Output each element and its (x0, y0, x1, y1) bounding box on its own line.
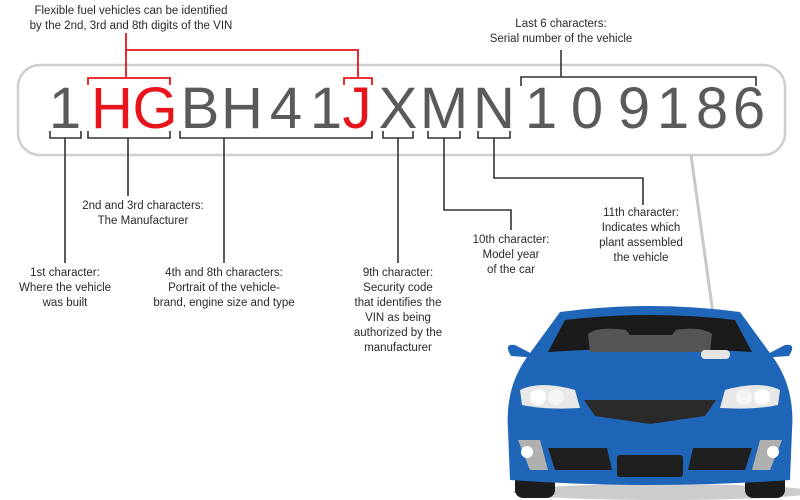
car-illustration (507, 306, 800, 500)
vin-character: X (379, 76, 418, 141)
manufacturer-label: 2nd and 3rd characters: The Manufacturer (82, 199, 203, 229)
label-line: the vehicle (613, 252, 669, 264)
vin-box (16, 63, 787, 157)
label-line: brand, engine size and type (153, 297, 295, 309)
vin-character: N (473, 76, 515, 141)
label-line: of the car (487, 264, 535, 276)
label-line: Model year (482, 249, 540, 261)
label-line: plant assembled (599, 237, 683, 249)
first-char-label: 1st character: Where the vehicle was bui… (19, 266, 111, 311)
vin-character: 6 (733, 76, 765, 141)
label-line: Serial number of the vehicle (489, 33, 633, 45)
leader-lines (49, 131, 644, 263)
label-line: manufacturer (364, 342, 432, 354)
label-line: Security code (363, 282, 433, 294)
vin-character: 0 (571, 76, 603, 141)
vin-character: 1 (49, 76, 81, 141)
vin-character: H (221, 76, 263, 141)
vin-character: 4 (270, 76, 302, 141)
label-line: 2nd and 3rd characters: (82, 200, 204, 212)
flex-fuel-bracket (87, 33, 373, 85)
flex-fuel-label: Flexible fuel vehicles can be identified… (30, 4, 233, 34)
label-line: Portrait of the vehicle- (168, 282, 280, 294)
fourth-eighth-label: 4th and 8th characters: Portrait of the … (153, 266, 294, 311)
label-line: 4th and 8th characters: (165, 267, 283, 279)
label-line: was built (42, 297, 88, 309)
vin-character: H (91, 76, 133, 141)
label-line: The Manufacturer (97, 215, 189, 227)
serial-bracket (520, 50, 757, 86)
label-line: authorized by the (353, 327, 443, 339)
last-six-label: Last 6 characters: Serial number of the … (490, 17, 633, 47)
vin-character: M (420, 76, 468, 141)
label-line: 10th character: (472, 234, 550, 246)
label-line: 9th character: (362, 267, 434, 279)
vin-character: 1 (657, 76, 689, 141)
vin-character: 8 (696, 76, 728, 141)
label-line: Flexible fuel vehicles can be identified (34, 5, 228, 17)
eleventh-char-label: 11th character: Indicates which plant as… (599, 206, 683, 266)
label-line: 11th character: (603, 207, 679, 219)
label-line: 1st character: (30, 267, 100, 279)
label-line: VIN as being (365, 312, 431, 324)
label-line: by the 2nd, 3rd and 8th digits of the VI… (29, 20, 233, 32)
label-line: Last 6 characters: (515, 18, 607, 30)
vin-character: J (343, 76, 372, 141)
vin-character: 9 (618, 76, 650, 141)
label-line: Indicates which (601, 222, 681, 234)
tenth-char-label: 10th character: Model year of the car (473, 233, 550, 278)
vin-character: G (132, 76, 177, 141)
label-line: Where the vehicle (18, 282, 112, 294)
ninth-char-label: 9th character: Security code that identi… (354, 266, 442, 356)
vin-character: 1 (310, 76, 342, 141)
vin-character: 1 (525, 76, 557, 141)
label-line: that identifies the (354, 297, 442, 309)
vin-character: B (181, 76, 220, 141)
